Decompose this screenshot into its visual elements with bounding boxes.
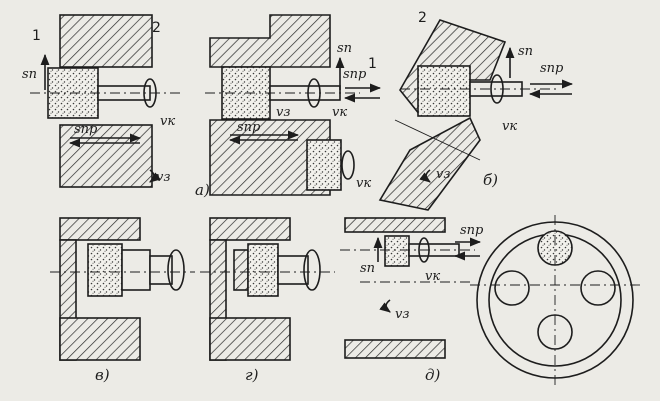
workpiece-axis-b xyxy=(394,119,481,161)
label-vz-a: vз xyxy=(156,170,170,185)
rotation-vk-b xyxy=(490,74,504,104)
scheme-g xyxy=(200,217,335,361)
workpiece-top-g xyxy=(209,217,291,241)
label-sp-a: sп xyxy=(22,67,37,82)
rotation-vz-arrow xyxy=(149,169,161,183)
caption-b: б) xyxy=(483,171,498,189)
inner-shoulder-g xyxy=(233,249,249,291)
tilted-workpiece-bottom xyxy=(378,116,481,211)
scheme-a-left xyxy=(30,14,180,188)
grinding-wheel-lower xyxy=(306,139,342,191)
spindle-v xyxy=(149,255,173,285)
label-vk-d: vк xyxy=(425,269,440,284)
scheme-a-right xyxy=(205,14,382,196)
label-spr-a3: sпр xyxy=(237,120,261,135)
rotation-g xyxy=(303,249,321,291)
label-vk-b: vк xyxy=(502,119,517,134)
caption-g: г) xyxy=(245,366,259,384)
caption-v: в) xyxy=(95,366,110,384)
workpiece-bottom-v xyxy=(59,317,141,361)
workpiece-bottom-d xyxy=(344,339,446,359)
label-vk-a2: vк xyxy=(332,105,347,120)
label-part-2-a: 2 xyxy=(152,20,161,36)
rotation-v xyxy=(167,249,185,291)
caption-a: а) xyxy=(195,181,210,199)
wheel-hub-v xyxy=(121,249,151,291)
spindle-g xyxy=(277,255,309,285)
label-vk-a3: vк xyxy=(356,176,371,191)
label-sp-b: sп xyxy=(518,44,533,59)
rotation-vk xyxy=(143,78,157,108)
stepped-workpiece-top xyxy=(209,14,331,68)
grinding-wheel-g xyxy=(247,243,279,297)
rotation-vz-upper xyxy=(307,78,321,108)
scheme-d-side xyxy=(340,217,482,359)
grinding-wheel-d xyxy=(384,235,410,267)
rotation-vk-lower xyxy=(341,150,355,180)
workpiece-top-d xyxy=(344,217,446,233)
caption-d: д) xyxy=(425,366,441,384)
rotation-vz-arrow-b xyxy=(419,169,431,183)
label-sp-a2: sп xyxy=(337,41,352,56)
label-spr-b: sпр xyxy=(540,61,564,76)
label-spr-d: sпр xyxy=(460,223,484,238)
scheme-d-end-view xyxy=(470,215,640,385)
workpiece-top-v xyxy=(59,217,141,241)
scheme-v xyxy=(50,217,195,361)
wheel-position-right xyxy=(580,270,616,306)
label-part-1-a: 1 xyxy=(32,28,41,44)
label-part-2-b: 2 xyxy=(418,10,427,26)
grinding-wheel-v xyxy=(87,243,123,297)
label-sp-d: sп xyxy=(360,261,375,276)
label-part-1-b: 1 xyxy=(368,56,377,72)
wheel-position-left xyxy=(494,270,530,306)
workpiece-top-wall xyxy=(59,14,153,68)
label-spr-a: sпр xyxy=(74,122,98,137)
workpiece-bottom-g xyxy=(209,317,291,361)
scheme-b xyxy=(378,19,574,211)
label-vz-d: vз xyxy=(395,307,409,322)
label-vz-a2: vз xyxy=(276,105,290,120)
label-spr-a2: sпр xyxy=(343,67,367,82)
label-vk-a: vк xyxy=(160,114,175,129)
grinding-wheel-b xyxy=(417,65,471,117)
rotation-vz-arrow-d xyxy=(379,299,391,313)
label-vz-b: vз xyxy=(436,167,450,182)
